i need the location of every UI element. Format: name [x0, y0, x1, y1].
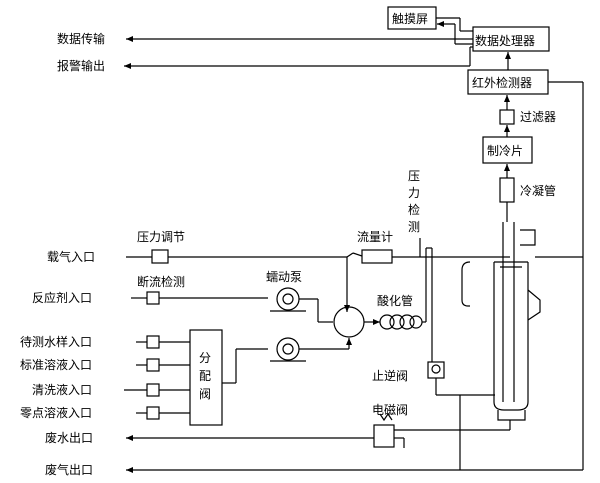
carrier-gas-in-label: 载气入口	[47, 249, 95, 264]
flowmeter-box	[361, 249, 393, 264]
pressure-detect-label-3: 检	[408, 202, 420, 217]
pressure-detect-label-2: 力	[408, 186, 420, 200]
check-valve-box	[427, 361, 445, 379]
cooler-label: 制冷片	[487, 144, 523, 158]
flow-break-box	[146, 291, 160, 305]
ir-detector-label: 红外检测器	[472, 75, 532, 90]
acid-tube-label: 酸化管	[377, 293, 413, 308]
sample-in-label: 待测水样入口	[20, 334, 92, 349]
solenoid-valve-label: 电磁阀	[372, 402, 408, 417]
filter-box	[499, 109, 515, 125]
solenoid-valve-box	[373, 424, 395, 448]
acid-coil-1	[379, 314, 395, 330]
distributor-label-1: 分	[199, 351, 211, 365]
distributor-label-2: 配	[199, 369, 211, 383]
waste-water-out-label: 废水出口	[45, 430, 93, 445]
pressure-reg-label: 压力调节	[137, 230, 185, 244]
data-out-label: 数据传输	[57, 31, 105, 46]
check-valve-label: 止逆阀	[372, 368, 408, 383]
reagent-in-label: 反应剂入口	[32, 290, 92, 305]
pressure-detect-label-1: 压	[408, 169, 420, 183]
filter-label: 过滤器	[520, 110, 556, 124]
pressure-detect-label-4: 测	[408, 220, 420, 234]
flowmeter-label: 流量计	[357, 230, 393, 244]
pump-upper	[276, 287, 300, 311]
touchscreen-label: 触摸屏	[392, 12, 428, 26]
distributor-box	[189, 329, 223, 426]
condenser-box	[499, 177, 515, 203]
std-in-label: 标准溶液入口	[20, 357, 92, 372]
condenser-label: 冷凝管	[520, 183, 556, 198]
zero-in-label: 零点溶液入口	[20, 405, 92, 420]
waste-gas-out-label: 废气出口	[45, 462, 93, 477]
alarm-out-label: 报警输出	[57, 58, 105, 73]
pressure-reg-box	[151, 249, 169, 264]
pump-label: 蠕动泵	[266, 270, 302, 284]
flow-break-label: 断流检测	[137, 274, 185, 289]
mixer	[333, 306, 365, 338]
pump-lower	[276, 337, 300, 361]
distributor-label-3: 阀	[199, 387, 211, 401]
data-processor-label: 数据处理器	[475, 33, 535, 48]
clean-in-label: 清洗液入口	[32, 382, 92, 397]
